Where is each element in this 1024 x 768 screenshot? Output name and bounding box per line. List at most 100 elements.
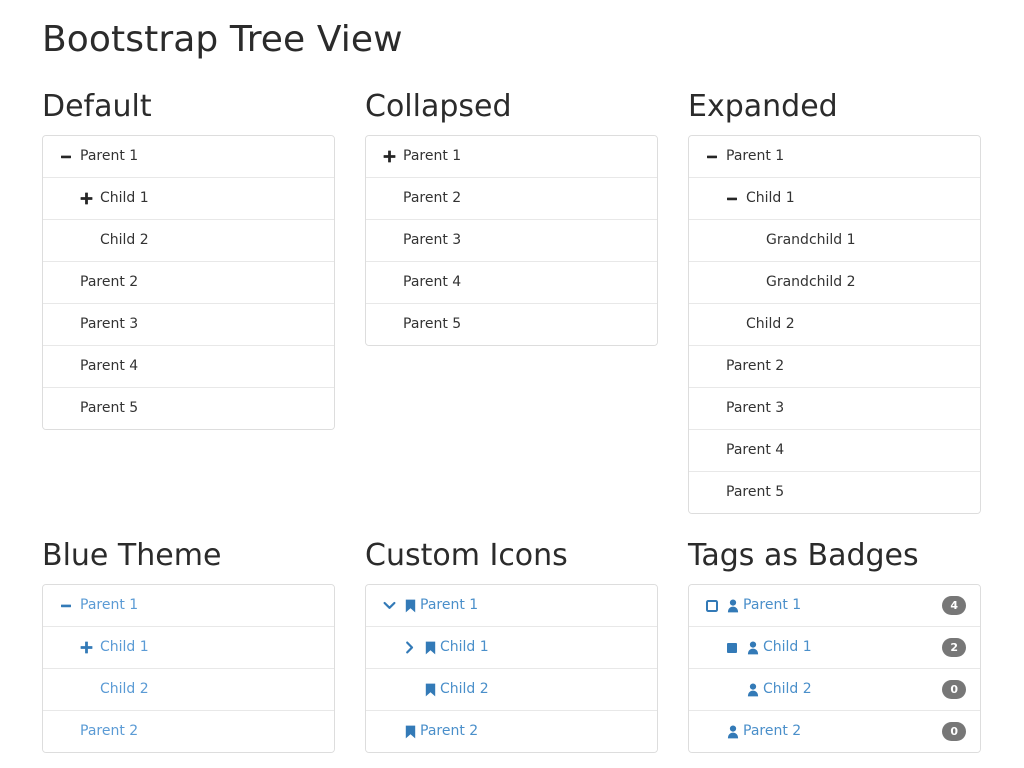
tree-node-label: Parent 2 (403, 190, 462, 207)
tree-node[interactable]: Child 1 (43, 177, 334, 220)
tree-node[interactable]: Parent 1 (43, 136, 334, 178)
tree-blue-theme: Parent 1 Child 1 Child 2 Parent 2 (42, 584, 335, 754)
tree-node-label: Parent 5 (403, 316, 462, 333)
user-icon (746, 641, 760, 655)
tree-node-label: Parent 2 (726, 358, 785, 375)
tree-node[interactable]: Parent 1 (43, 585, 334, 627)
tree-node-label: Parent 1 (726, 148, 785, 165)
tree-node-label: Parent 4 (80, 358, 139, 375)
tree-node-label: Child 2 (763, 681, 812, 698)
tree-node[interactable]: Parent 5 (689, 471, 980, 514)
tree-node[interactable]: Parent 4 (366, 261, 657, 304)
tree-node[interactable]: Parent 5 (43, 387, 334, 430)
chevron-down-icon[interactable] (380, 599, 398, 612)
tree-node-label: Child 1 (746, 190, 795, 207)
tree-node-label: Child 1 (440, 639, 489, 656)
tree-node[interactable]: Grandchild 2 (689, 261, 980, 304)
tree-node[interactable]: Child 1 (366, 626, 657, 669)
tree-node[interactable]: Parent 1 4 (689, 585, 980, 627)
tree-node[interactable]: Parent 2 (689, 345, 980, 388)
tree-custom-icons: Parent 1 Child 1 Child 2 Parent 2 (365, 584, 658, 754)
tree-node-label: Grandchild 2 (766, 274, 856, 291)
square-outline-icon[interactable] (703, 599, 721, 612)
plus-icon[interactable] (380, 150, 398, 163)
tree-node-label: Parent 2 (80, 723, 139, 740)
tree-node[interactable]: Parent 3 (366, 219, 657, 262)
tree-node-label: Child 2 (746, 316, 795, 333)
tree-node[interactable]: Parent 4 (689, 429, 980, 472)
tree-node[interactable]: Parent 2 (366, 177, 657, 220)
tree-node-label: Parent 4 (403, 274, 462, 291)
tree-node[interactable]: Child 2 (366, 668, 657, 711)
minus-icon[interactable] (703, 151, 721, 163)
plus-icon[interactable] (77, 192, 95, 205)
tree-node-label: Parent 2 (743, 723, 802, 740)
tree-node-label: Parent 5 (80, 400, 139, 417)
user-icon (726, 599, 740, 613)
bookmark-icon (403, 725, 417, 739)
section-heading-blue-theme: Blue Theme (42, 538, 222, 574)
square-filled-icon[interactable] (723, 642, 741, 654)
tree-node[interactable]: Child 1 (43, 626, 334, 669)
tree-node-badge: 2 (942, 638, 966, 658)
tree-node-label: Child 1 (763, 639, 812, 656)
user-icon (746, 683, 760, 697)
bookmark-icon (423, 683, 437, 697)
tree-node[interactable]: Grandchild 1 (689, 219, 980, 262)
tree-node[interactable]: Parent 5 (366, 303, 657, 346)
section-heading-custom-icons: Custom Icons (365, 538, 568, 574)
tree-node[interactable]: Parent 2 (366, 710, 657, 753)
tree-collapsed: Parent 1 Parent 2 Parent 3 Parent 4 Parent 5 (365, 135, 658, 347)
tree-node-badge: 0 (942, 680, 966, 700)
bookmark-icon (403, 599, 417, 613)
tree-node-label: Parent 2 (420, 723, 479, 740)
tree-expanded: Parent 1 Child 1 Grandchild 1 Grandchild 2 C… (688, 135, 981, 515)
tree-node[interactable]: Parent 4 (43, 345, 334, 388)
minus-icon[interactable] (57, 151, 75, 163)
tree-node-label: Parent 1 (743, 597, 802, 614)
section-heading-tags-as-badges: Tags as Badges (688, 538, 919, 574)
tree-node[interactable]: Child 2 (43, 668, 334, 711)
minus-icon[interactable] (723, 193, 741, 205)
tree-node[interactable]: Child 1 2 (689, 626, 980, 669)
tree-node[interactable]: Child 2 0 (689, 668, 980, 711)
tree-node[interactable]: Parent 1 (366, 136, 657, 178)
plus-icon[interactable] (77, 641, 95, 654)
minus-icon[interactable] (57, 600, 75, 612)
tree-node-badge: 0 (942, 722, 966, 742)
tree-node[interactable]: Child 1 (689, 177, 980, 220)
tree-node[interactable]: Parent 3 (689, 387, 980, 430)
chevron-right-icon[interactable] (400, 641, 418, 654)
tree-node-label: Parent 3 (726, 400, 785, 417)
tree-node-label: Child 2 (440, 681, 489, 698)
tree-node-label: Child 2 (100, 681, 149, 698)
tree-node-label: Child 1 (100, 639, 149, 656)
tree-node-label: Parent 3 (80, 316, 139, 333)
tree-node[interactable]: Parent 1 (366, 585, 657, 627)
tree-node[interactable]: Parent 1 (689, 136, 980, 178)
tree-node[interactable]: Parent 3 (43, 303, 334, 346)
tree-node[interactable]: Parent 2 (43, 710, 334, 753)
tree-node-badge: 4 (942, 596, 966, 616)
tree-node[interactable]: Child 2 (43, 219, 334, 262)
tree-node-label: Parent 1 (80, 148, 139, 165)
tree-node[interactable]: Parent 2 (43, 261, 334, 304)
section-heading-collapsed: Collapsed (365, 89, 512, 125)
user-icon (726, 725, 740, 739)
page-title: Bootstrap Tree View (42, 19, 403, 60)
tree-node-label: Grandchild 1 (766, 232, 856, 249)
tree-node-label: Parent 5 (726, 484, 785, 501)
tree-node[interactable]: Child 2 (689, 303, 980, 346)
tree-node[interactable]: Parent 2 0 (689, 710, 980, 753)
